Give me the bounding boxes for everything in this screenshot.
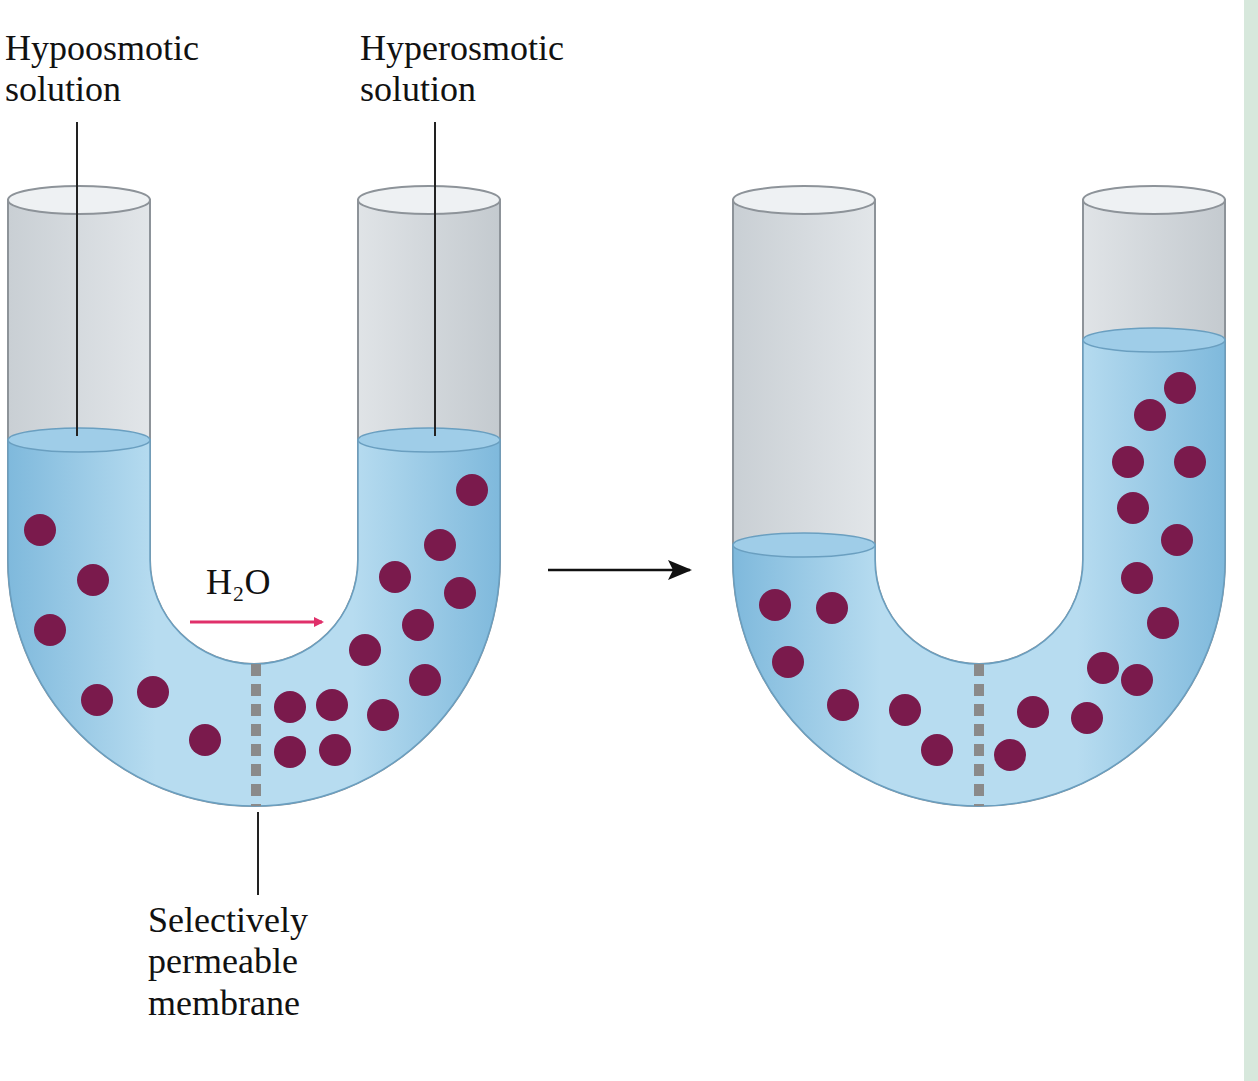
solute-particle xyxy=(1121,562,1153,594)
solute-particle xyxy=(1121,664,1153,696)
solute-particle xyxy=(379,561,411,593)
solute-particle xyxy=(77,564,109,596)
leader-line xyxy=(434,122,436,436)
solute-particle xyxy=(24,514,56,546)
page-edge xyxy=(1244,0,1258,1081)
solute-particle xyxy=(1174,446,1206,478)
solute-particle xyxy=(456,474,488,506)
leader-line xyxy=(76,122,78,436)
solute-particle xyxy=(1134,399,1166,431)
solute-particle xyxy=(316,689,348,721)
solute-particle xyxy=(424,529,456,561)
solute-particle xyxy=(994,739,1026,771)
solute-particle xyxy=(1017,696,1049,728)
solute-particle xyxy=(827,689,859,721)
solute-particle xyxy=(137,676,169,708)
solute-particle xyxy=(81,684,113,716)
water-flow-arrow xyxy=(190,621,322,624)
process-arrow xyxy=(548,569,690,572)
solute-particle xyxy=(889,694,921,726)
solute-particle xyxy=(1164,372,1196,404)
solute-particle xyxy=(1087,652,1119,684)
solute-particle xyxy=(1071,702,1103,734)
solute-particle xyxy=(444,577,476,609)
solute-particle xyxy=(759,589,791,621)
solute-particle xyxy=(189,724,221,756)
solute-particle xyxy=(409,664,441,696)
solute-particle xyxy=(319,734,351,766)
leader-line xyxy=(257,812,259,895)
solute-particle xyxy=(1117,492,1149,524)
solute-particle xyxy=(34,614,66,646)
solute-particle xyxy=(402,609,434,641)
solute-particle xyxy=(921,734,953,766)
text-label: Selectively permeable membrane xyxy=(148,900,368,1024)
text-label: H₂O xyxy=(206,562,271,603)
text-label: Hypoosmotic solution xyxy=(5,28,270,111)
solute-particle xyxy=(274,691,306,723)
solute-particle xyxy=(349,634,381,666)
solute-particle xyxy=(1161,524,1193,556)
solute-particle xyxy=(1112,446,1144,478)
text-label: Hyperosmotic solution xyxy=(360,28,650,111)
u-tube-before xyxy=(8,186,500,806)
solute-particle xyxy=(274,736,306,768)
solute-particle xyxy=(367,699,399,731)
u-tube-after xyxy=(733,186,1225,806)
solute-particle xyxy=(1147,607,1179,639)
solute-particle xyxy=(772,646,804,678)
solute-particle xyxy=(816,592,848,624)
